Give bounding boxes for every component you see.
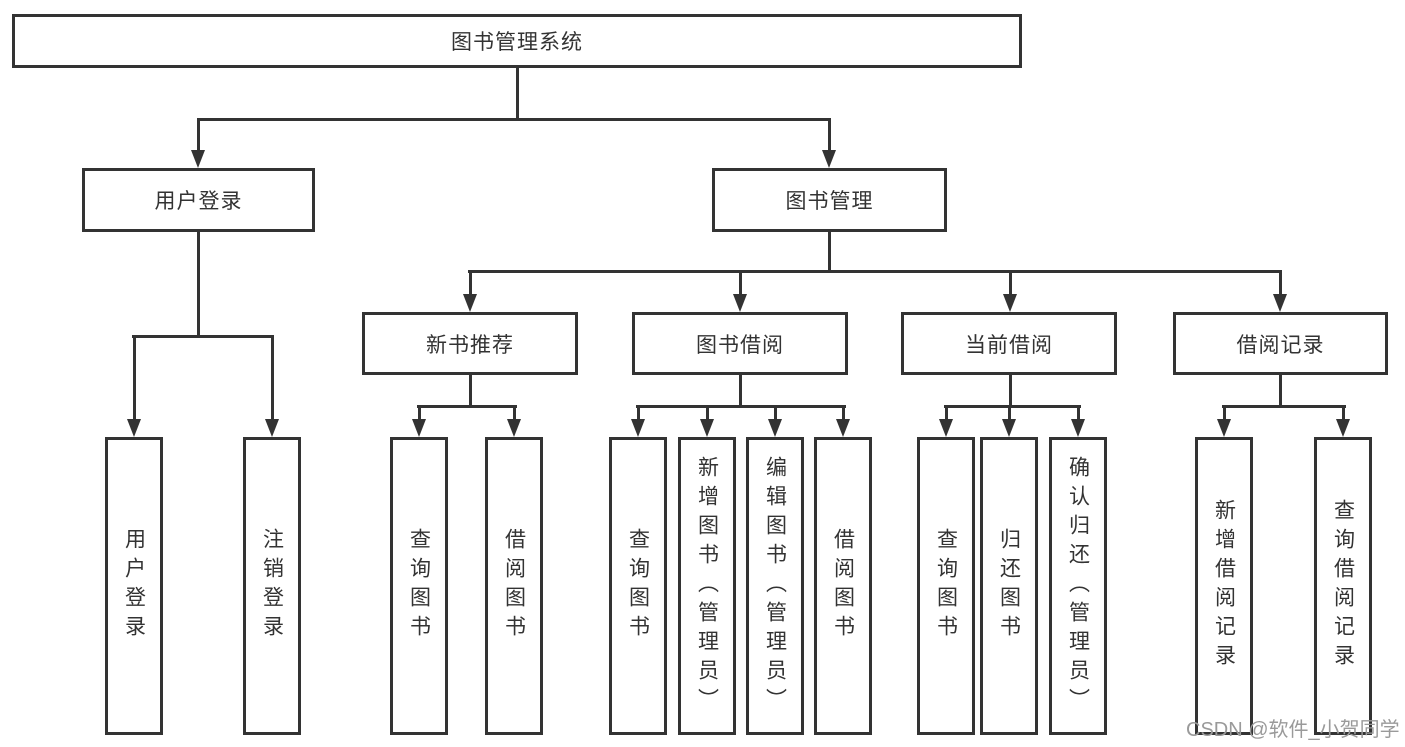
connector-line <box>1279 270 1282 296</box>
connector-line <box>197 118 200 152</box>
connector-line <box>842 405 845 421</box>
arrow-down-icon <box>1273 294 1287 312</box>
arrow-down-icon <box>265 419 279 437</box>
connector-line <box>1223 405 1226 421</box>
connector-line <box>1009 270 1012 296</box>
arrow-down-icon <box>507 419 521 437</box>
node-new-book-recommend-label: 新书推荐 <box>426 333 514 357</box>
node-borrow-records: 借阅记录 <box>1173 312 1388 375</box>
node-user-login: 用户登录 <box>82 168 315 232</box>
connector-line <box>271 335 274 421</box>
arrow-down-icon <box>1217 419 1231 437</box>
leaf-logout: 注销登录 <box>243 437 301 735</box>
leaf-user-login-label: 用户登录 <box>122 528 146 644</box>
leaf-borrow-add-books-admin-label: 新增图书（管理员） <box>695 455 719 717</box>
connector-line <box>1009 375 1012 407</box>
leaf-logout-label: 注销登录 <box>260 528 284 644</box>
leaf-current-query-books: 查询图书 <box>917 437 975 735</box>
node-current-borrow: 当前借阅 <box>901 312 1117 375</box>
node-new-book-recommend: 新书推荐 <box>362 312 578 375</box>
connector-line <box>739 270 742 296</box>
leaf-newbook-borrow-books: 借阅图书 <box>485 437 543 735</box>
arrow-down-icon <box>412 419 426 437</box>
node-user-login-label: 用户登录 <box>154 190 243 213</box>
connector-line <box>516 68 519 118</box>
connector-line <box>739 375 742 407</box>
leaf-current-return-books: 归还图书 <box>980 437 1038 735</box>
connector-line <box>1008 405 1011 421</box>
watermark: CSDN @软件_小贺同学 <box>1186 719 1400 741</box>
leaf-records-query-record-label: 查询借阅记录 <box>1331 499 1355 673</box>
leaf-current-confirm-return-admin: 确认归还（管理员） <box>1049 437 1107 735</box>
connector-line <box>774 405 777 421</box>
node-book-borrow-label: 图书借阅 <box>696 333 784 357</box>
arrow-down-icon <box>463 294 477 312</box>
connector-line <box>1077 405 1080 421</box>
leaf-records-query-record: 查询借阅记录 <box>1314 437 1372 735</box>
arrow-down-icon <box>822 150 836 168</box>
leaf-borrow-query-books-label: 查询图书 <box>626 528 650 644</box>
connector-line <box>417 405 517 408</box>
connector-line <box>944 405 1081 408</box>
connector-line <box>637 405 640 421</box>
arrow-down-icon <box>733 294 747 312</box>
connector-line <box>469 270 472 296</box>
leaf-records-add-record-label: 新增借阅记录 <box>1212 499 1236 673</box>
node-root: 图书管理系统 <box>12 14 1022 68</box>
leaf-borrow-add-books-admin: 新增图书（管理员） <box>678 437 736 735</box>
connector-line <box>132 335 274 338</box>
leaf-current-confirm-return-admin-label: 确认归还（管理员） <box>1066 455 1090 717</box>
node-current-borrow-label: 当前借阅 <box>965 333 1053 357</box>
leaf-user-login: 用户登录 <box>105 437 163 735</box>
connector-line <box>945 405 948 421</box>
leaf-current-return-books-label: 归还图书 <box>997 528 1021 644</box>
arrow-down-icon <box>191 150 205 168</box>
arrow-down-icon <box>700 419 714 437</box>
arrow-down-icon <box>1071 419 1085 437</box>
leaf-borrow-edit-books-admin-label: 编辑图书（管理员） <box>763 455 787 717</box>
connector-line <box>706 405 709 421</box>
connector-line <box>468 270 1282 273</box>
connector-line <box>636 405 846 408</box>
connector-line <box>469 375 472 407</box>
leaf-current-query-books-label: 查询图书 <box>934 528 958 644</box>
arrow-down-icon <box>631 419 645 437</box>
arrow-down-icon <box>939 419 953 437</box>
connector-line <box>418 405 421 421</box>
connector-line <box>828 232 831 270</box>
connector-line <box>1222 405 1346 408</box>
arrow-down-icon <box>1002 419 1016 437</box>
leaf-newbook-query-books: 查询图书 <box>390 437 448 735</box>
node-borrow-records-label: 借阅记录 <box>1236 333 1325 357</box>
leaf-borrow-query-books: 查询图书 <box>609 437 667 735</box>
node-book-management: 图书管理 <box>712 168 947 232</box>
connector-line <box>1279 375 1282 407</box>
node-book-borrow: 图书借阅 <box>632 312 848 375</box>
connector-line <box>828 118 831 152</box>
connector-line <box>1342 405 1345 421</box>
leaf-borrow-edit-books-admin: 编辑图书（管理员） <box>746 437 804 735</box>
arrow-down-icon <box>127 419 141 437</box>
leaf-newbook-query-books-label: 查询图书 <box>407 528 431 644</box>
leaf-borrow-borrow-books-label: 借阅图书 <box>831 528 855 644</box>
node-root-label: 图书管理系统 <box>451 31 583 54</box>
arrow-down-icon <box>1003 294 1017 312</box>
leaf-borrow-borrow-books: 借阅图书 <box>814 437 872 735</box>
arrow-down-icon <box>1336 419 1350 437</box>
arrow-down-icon <box>768 419 782 437</box>
arrow-down-icon <box>836 419 850 437</box>
node-book-management-label: 图书管理 <box>785 190 874 213</box>
leaf-newbook-borrow-books-label: 借阅图书 <box>502 528 526 644</box>
connector-line <box>197 118 831 121</box>
connector-line <box>197 232 200 335</box>
connector-line <box>133 335 136 421</box>
leaf-records-add-record: 新增借阅记录 <box>1195 437 1253 735</box>
connector-line <box>513 405 516 421</box>
